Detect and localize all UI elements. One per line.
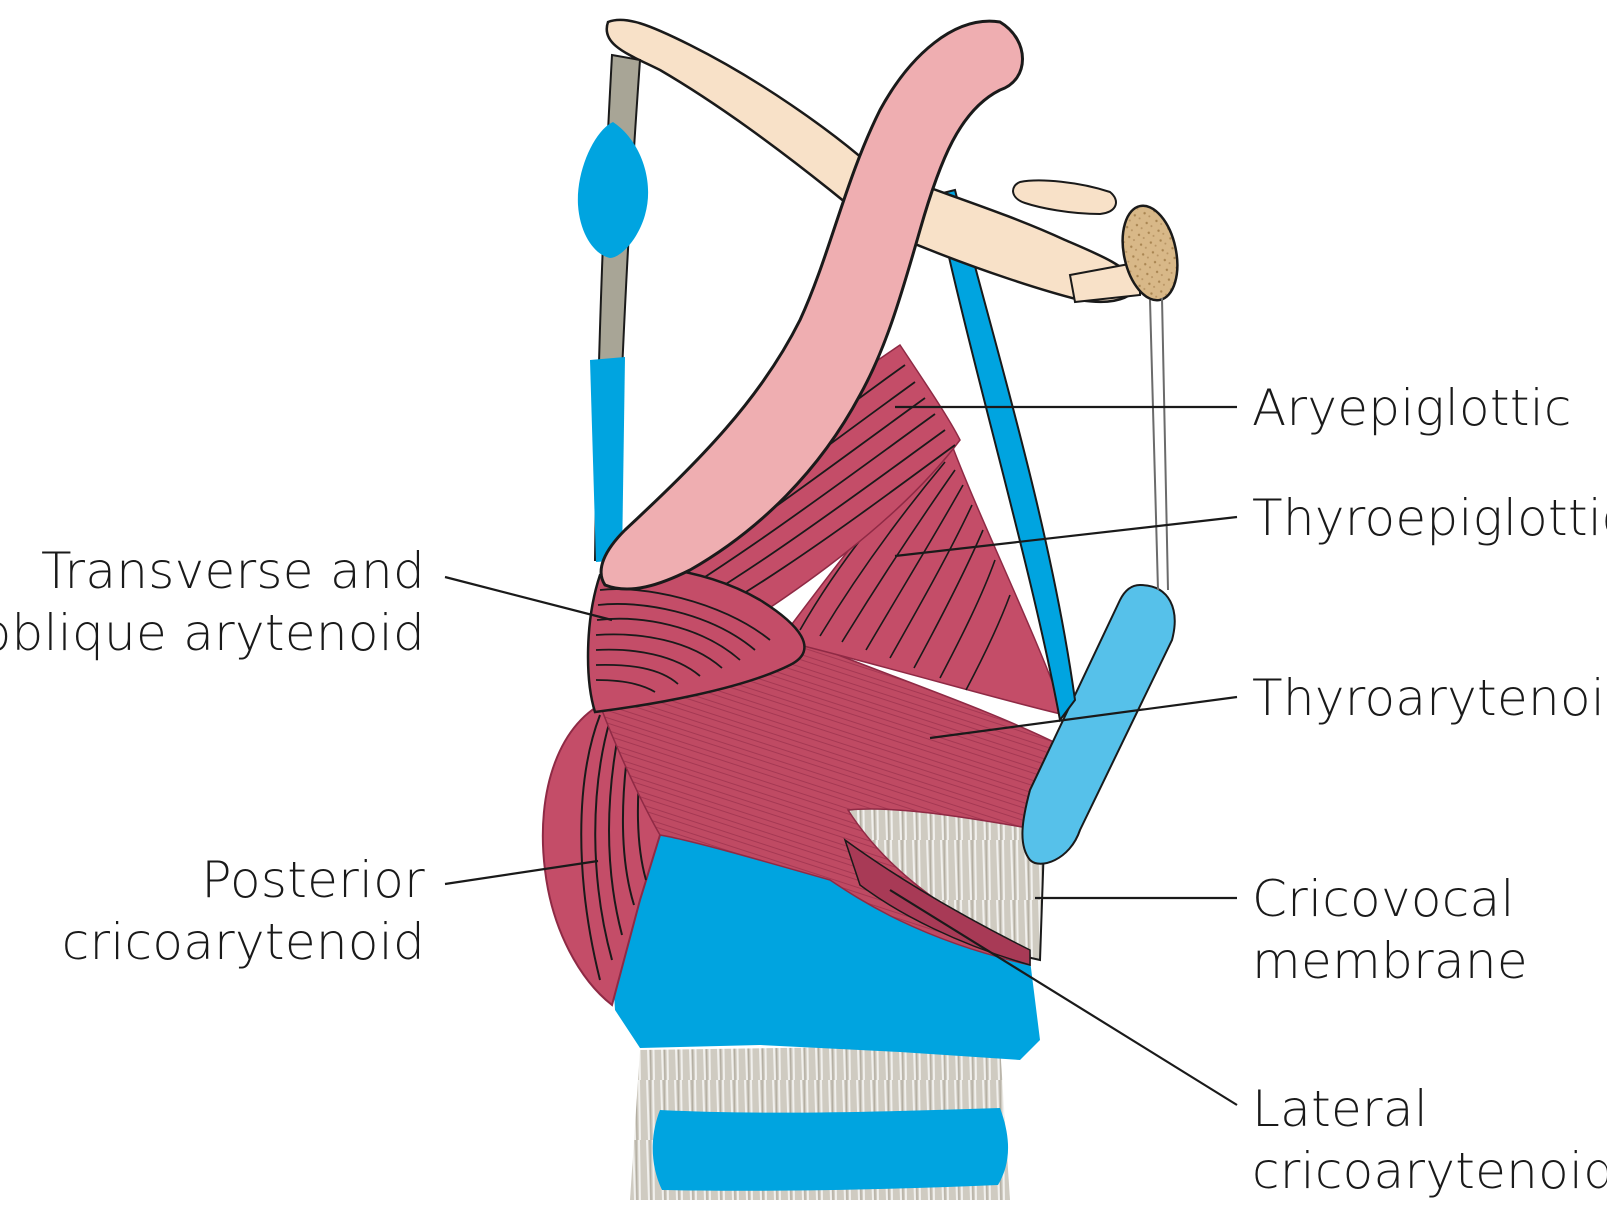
- label-lateral-line2: cricoarytenoid: [1252, 1140, 1607, 1202]
- corniculate-cartilage: [578, 122, 648, 258]
- label-lateral-cricoarytenoid: Lateral cricoarytenoid: [1252, 1078, 1607, 1202]
- label-posterior-line2: cricoarytenoid: [62, 911, 425, 973]
- cuneiform-cartilage: [590, 357, 625, 562]
- label-thyroarytenoid: Thyroarytenoid: [1252, 667, 1607, 729]
- label-cricovocal-line2: membrane: [1252, 930, 1528, 992]
- hyoid-greater-horn: [1013, 180, 1116, 214]
- label-aryepiglottic-text: Aryepiglottic: [1252, 377, 1572, 439]
- label-transverse-line1: Transverse and: [0, 540, 425, 602]
- label-thyroepiglottic: Thyroepiglottic: [1252, 487, 1607, 549]
- label-transverse-oblique-arytenoid: Transverse and oblique arytenoid: [0, 540, 425, 664]
- label-thyroepiglottic-text: Thyroepiglottic: [1252, 487, 1607, 549]
- thyrohyoid-ligament: [1150, 298, 1168, 590]
- label-posterior-line1: Posterior: [62, 849, 425, 911]
- label-cricovocal-membrane: Cricovocal membrane: [1252, 868, 1528, 992]
- label-posterior-cricoarytenoid: Posterior cricoarytenoid: [62, 849, 425, 973]
- label-thyroarytenoid-text: Thyroarytenoid: [1252, 667, 1607, 729]
- label-transverse-line2: oblique arytenoid: [0, 602, 425, 664]
- label-lateral-line1: Lateral: [1252, 1078, 1607, 1140]
- label-aryepiglottic: Aryepiglottic: [1252, 377, 1572, 439]
- leader-transverse-arytenoid: [445, 577, 612, 620]
- tracheal-ring: [653, 1108, 1008, 1191]
- label-cricovocal-line1: Cricovocal: [1252, 868, 1528, 930]
